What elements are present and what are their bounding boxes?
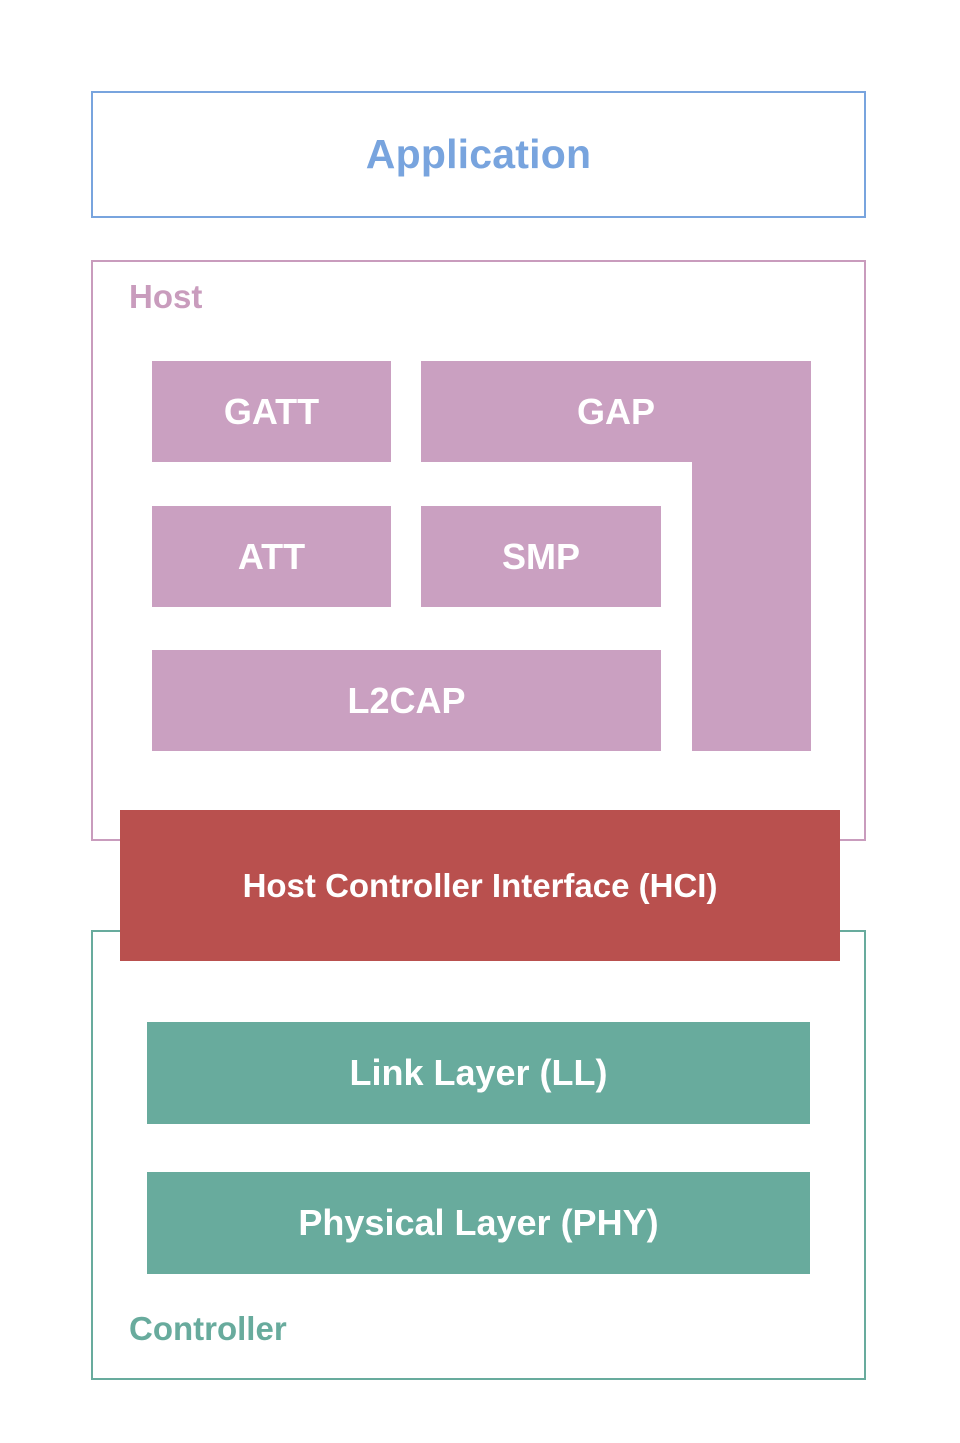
host-controller-interface-label: Host Controller Interface (HCI) — [242, 866, 718, 904]
controller-block-link-layer-label: Link Layer (LL) — [349, 1052, 608, 1093]
host-block-gap-top — [421, 361, 811, 462]
host-block-att-label: ATT — [237, 535, 306, 577]
host-block-gatt: GATT — [152, 361, 391, 462]
host-block-smp: SMP — [421, 506, 661, 607]
host-block-gap-column — [692, 462, 811, 751]
controller-block-physical-layer: Physical Layer (PHY) — [147, 1172, 810, 1274]
controller-block-physical-layer-label: Physical Layer (PHY) — [298, 1202, 659, 1243]
controller-label: Controller — [129, 1310, 287, 1347]
controller-layer-box — [91, 930, 866, 1380]
host-block-smp-label: SMP — [501, 535, 580, 577]
controller-block-link-layer: Link Layer (LL) — [147, 1022, 810, 1124]
host-controller-interface-bar: Host Controller Interface (HCI) — [120, 810, 840, 961]
host-label: Host — [129, 278, 203, 315]
host-block-att: ATT — [152, 506, 391, 607]
host-block-l2cap-label: L2CAP — [347, 679, 466, 721]
host-block-gap: GAP — [421, 361, 811, 462]
host-block-gap-label: GAP — [576, 390, 655, 432]
host-block-gatt-label: GATT — [223, 390, 320, 432]
application-label: Application — [365, 131, 592, 177]
application-layer-box: Application — [91, 91, 866, 218]
host-block-l2cap: L2CAP — [152, 650, 661, 751]
